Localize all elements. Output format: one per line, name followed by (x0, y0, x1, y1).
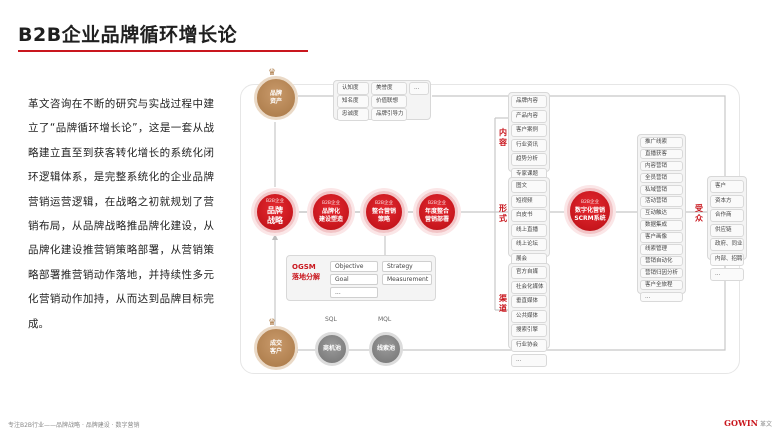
step-tag: B2B企业 (427, 201, 447, 206)
function-item: 互动触达 (640, 208, 683, 219)
lead-pool-circle: 线索池 (369, 332, 403, 366)
audience-item: 资本方 (710, 194, 744, 208)
function-item: 线索管理 (640, 244, 683, 255)
channel-item: 社会化媒体 (511, 280, 547, 294)
audience-item: 合作商 (710, 209, 744, 223)
step-label: 整合营销 策略 (371, 208, 396, 223)
ogsm-cell: Strategy (382, 261, 432, 272)
function-item: 客户全旅程 (640, 279, 683, 291)
crown-icon: ♛ (268, 318, 277, 328)
content-label: 内容 (499, 128, 507, 147)
channel-item: 垂直媒体 (511, 295, 547, 309)
intro-paragraph: 革文咨询在不断的研究与实战过程中建立了“品牌循环增长论”，这是一套从战略建立直至… (28, 98, 214, 330)
ogsm-cell: Goal (330, 274, 378, 285)
channel-item: 搜索引擎 (511, 324, 547, 338)
business-pool-label: 商机池 (322, 345, 341, 352)
tag-item: 知名度 (337, 95, 369, 108)
step-tag: B2B企业 (374, 201, 394, 206)
function-item: 活动营销 (640, 196, 683, 207)
form-item: 图文 (511, 180, 547, 193)
content-item: 产品内容 (511, 109, 547, 123)
channel-item: 公共媒体 (511, 309, 547, 323)
audience-label: 受众 (695, 204, 703, 223)
step-tag: B2B企业 (265, 199, 285, 204)
ogsm-cell: Measurement (382, 274, 432, 285)
ogsm-cell: Objective (330, 261, 378, 272)
step-tag: B2B企业 (580, 200, 600, 205)
function-item: 内容营销 (640, 160, 683, 172)
tag-item: 忠诚度 (337, 108, 369, 121)
step-branding-build: B2B企业 品牌化 建设塑造 (310, 191, 352, 233)
scrm-circle: B2B企业 数字化营销 SCRM系统 (567, 188, 613, 234)
step-brand-strategy: B2B企业 品牌 战略 (254, 191, 296, 233)
content-item: 品牌内容 (511, 95, 547, 108)
audience-list: 客户 资本方 合作商 供应链 政府、同业 内部、招聘 ... (710, 180, 744, 281)
form-item: 线上直播 (511, 223, 547, 237)
channel-item: 官方自媒 (511, 266, 547, 279)
function-item: 数据集成 (640, 220, 683, 231)
deal-customer-label: 成交 客户 (269, 340, 282, 355)
scrm-functions-list: 推广线索 直播获客 内容营销 全员营销 私域营销 活动营销 互动触达 数据集成 … (640, 137, 683, 303)
function-item: 营销自动化 (640, 255, 683, 267)
lead-pool-label: 线索池 (376, 345, 395, 352)
step-annual-deployment: B2B企业 年度整合 营销部署 (416, 191, 458, 233)
audience-item: 政府、同业 (710, 238, 744, 252)
footer-tagline: 专注B2B行业——品牌战略 · 品牌建设 · 数字营销 (8, 422, 140, 429)
audience-item: 内部、招聘 (710, 252, 744, 266)
mql-label: MQL (378, 316, 392, 323)
business-pool-circle: 商机池 (315, 332, 349, 366)
ogsm-title: OGSM 落地分解 (292, 263, 320, 281)
content-item: 趋势分析 (511, 153, 547, 167)
form-item: 白皮书 (511, 209, 547, 223)
channel-label: 渠道 (499, 294, 507, 313)
brand-assets-circle: 品牌 资产 (254, 76, 298, 120)
page-title: B2B企业品牌循环增长论 (18, 24, 238, 46)
tag-item: 品牌引导力 (371, 108, 407, 121)
form-item: 短视频 (511, 194, 547, 208)
content-item: 客户案例 (511, 124, 547, 138)
form-item: 线上论坛 (511, 238, 547, 252)
form-label: 形式 (499, 204, 507, 223)
tag-item: 认知度 (337, 82, 369, 95)
tag-item: 价值联想 (371, 95, 407, 108)
step-tag: B2B企业 (321, 201, 341, 206)
step-integrated-marketing: B2B企业 整合营销 策略 (363, 191, 405, 233)
function-item: 推广线索 (640, 137, 683, 148)
brand-cn-text: 革文 (759, 421, 772, 428)
step-label: 品牌 战略 (267, 206, 283, 225)
function-item: 私域营销 (640, 184, 683, 196)
function-item: 客户画像 (640, 232, 683, 243)
channel-item: ... (511, 353, 547, 367)
audience-item: 供应链 (710, 223, 744, 237)
audience-item: 客户 (710, 180, 744, 193)
step-label: 品牌化 建设塑造 (318, 208, 343, 223)
scrm-label: 数字化营销 SCRM系统 (574, 207, 606, 222)
content-item: 行业资讯 (511, 138, 547, 152)
function-item: 全员营销 (640, 172, 683, 184)
channel-list: 官方自媒 社会化媒体 垂直媒体 公共媒体 搜索引擎 行业协会 ... (511, 266, 547, 367)
brand-assets-label: 品牌 资产 (269, 90, 282, 105)
function-item: ... (640, 291, 683, 303)
tag-item: 美誉度 (371, 82, 407, 95)
tag-item: ... (409, 82, 429, 95)
audience-item: ... (710, 267, 744, 281)
function-item: 营销归因分析 (640, 267, 683, 279)
form-list: 图文 短视频 白皮书 线上直播 线上论坛 展会 ... (511, 180, 547, 281)
sql-label: SQL (325, 316, 337, 323)
deal-customer-circle: 成交 客户 (254, 326, 298, 370)
step-label: 年度整合 营销部署 (424, 208, 449, 223)
title-underline (18, 50, 308, 52)
function-item: 直播获客 (640, 148, 683, 160)
channel-item: 行业协会 (511, 338, 547, 352)
crown-icon: ♛ (268, 68, 277, 78)
brand-logo-text: GOWIN (724, 418, 758, 428)
ogsm-cell: ... (330, 287, 378, 298)
